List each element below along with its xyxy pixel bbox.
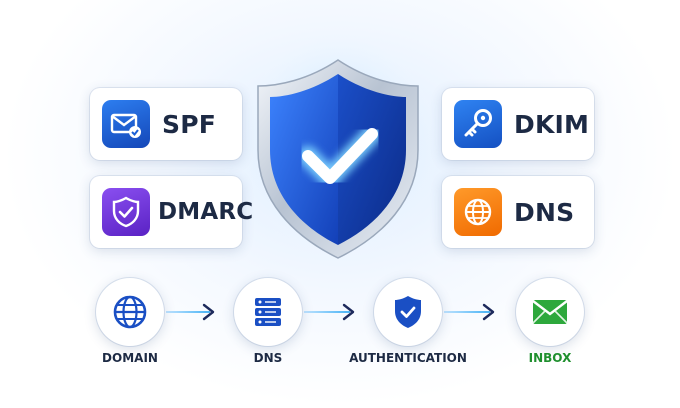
- flow-step-inbox: [516, 278, 584, 346]
- center-shield: [238, 38, 438, 270]
- flow-connector: [444, 311, 490, 313]
- globe-icon: [113, 295, 147, 329]
- flow-label-authentication: AUTHENTICATION: [349, 351, 467, 365]
- flow-step-dns: [234, 278, 302, 346]
- flow-step-authentication: [374, 278, 442, 346]
- shield-checkmark-icon: [238, 38, 438, 262]
- flow-connector: [304, 311, 350, 313]
- envelope-icon: [532, 300, 568, 324]
- dmarc-card: DMARC: [90, 176, 253, 248]
- dmarc-label: DMARC: [158, 199, 254, 225]
- flow-label-dns: DNS: [253, 351, 283, 365]
- mail-check-icon: [102, 100, 150, 148]
- flow-label-domain: DOMAIN: [102, 351, 158, 365]
- arrow-right-icon: [202, 303, 215, 321]
- dkim-label: DKIM: [514, 109, 590, 139]
- dns-label: DNS: [514, 197, 575, 227]
- dns-card: DNS: [442, 176, 594, 248]
- key-icon: [454, 100, 502, 148]
- shield-check-icon: [395, 296, 421, 328]
- server-icon: [255, 298, 281, 326]
- arrow-right-icon: [482, 303, 495, 321]
- arrow-right-icon: [342, 303, 355, 321]
- flow-step-domain: [96, 278, 164, 346]
- spf-label: SPF: [162, 109, 217, 139]
- flow-label-inbox: INBOX: [528, 351, 572, 365]
- shield-check-icon: [102, 188, 150, 236]
- globe-icon: [454, 188, 502, 236]
- spf-card: SPF: [90, 88, 242, 160]
- dkim-card: DKIM: [442, 88, 594, 160]
- flow-connector: [166, 311, 210, 313]
